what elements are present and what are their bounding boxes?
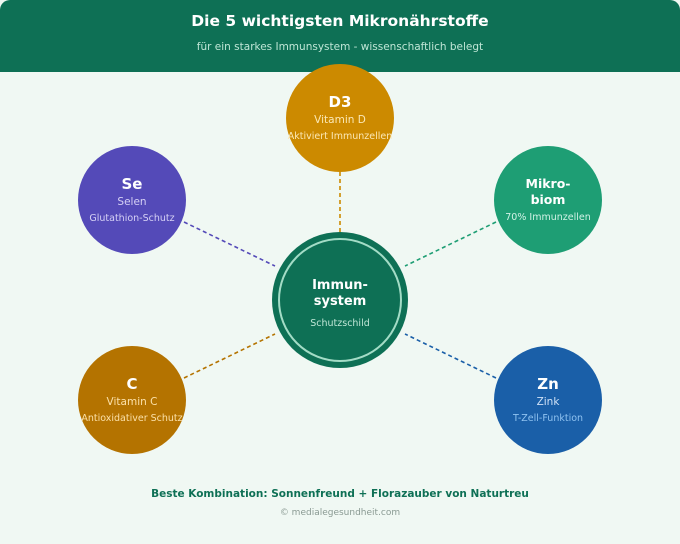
footer-credit: © medialegesundheit.com — [279, 508, 401, 518]
node-symbol: C — [126, 374, 138, 393]
node-c: C Vitamin C Antioxidativer Schutz — [78, 346, 186, 454]
node-symbol: D3 — [328, 92, 352, 111]
page-subtitle: für ein starkes Immunsystem - wissenscha… — [196, 41, 484, 53]
node-name: Vitamin D — [314, 113, 366, 126]
node-desc: Glutathion-Schutz — [89, 212, 175, 224]
node-symbol-line1: Mikro- — [525, 176, 571, 191]
connector-c — [183, 333, 276, 379]
connector-zn — [404, 333, 497, 379]
node-desc: 70% Immunzellen — [505, 212, 591, 223]
node-se: Se Selen Glutathion-Schutz — [78, 146, 186, 254]
connector-se — [183, 221, 276, 267]
node-name: Vitamin C — [106, 395, 158, 408]
center-node-immunsystem: Immun- system Schutzschild — [272, 232, 408, 368]
node-desc: Aktiviert Immunzellen — [287, 130, 393, 142]
node-zn: Zn Zink T-Zell-Funktion — [494, 346, 602, 454]
center-subtitle: Schutzschild — [310, 317, 370, 329]
center-inner-ring: Immun- system Schutzschild — [278, 238, 402, 362]
page-title: Die 5 wichtigsten Mikronährstoffe — [191, 12, 489, 30]
node-desc: Antioxidativer Schutz — [81, 412, 183, 424]
header-banner: Die 5 wichtigsten Mikronährstoffe für ei… — [0, 0, 680, 72]
node-mikrobiom: Mikro- biom 70% Immunzellen — [494, 146, 602, 254]
node-symbol: Se — [121, 174, 143, 193]
node-symbol: Zn — [537, 374, 559, 393]
node-d3: D3 Vitamin D Aktiviert Immunzellen — [286, 64, 394, 172]
node-name: Selen — [117, 195, 147, 208]
node-name: Zink — [536, 395, 560, 408]
center-title-line2: system — [313, 293, 367, 309]
center-title-line1: Immun- — [312, 277, 368, 293]
node-symbol-line2: biom — [530, 192, 566, 207]
node-desc: T-Zell-Funktion — [512, 412, 584, 424]
footer-recommendation: Beste Kombination: Sonnenfreund + Floraz… — [151, 488, 529, 500]
connector-mikrobiom — [404, 221, 497, 267]
